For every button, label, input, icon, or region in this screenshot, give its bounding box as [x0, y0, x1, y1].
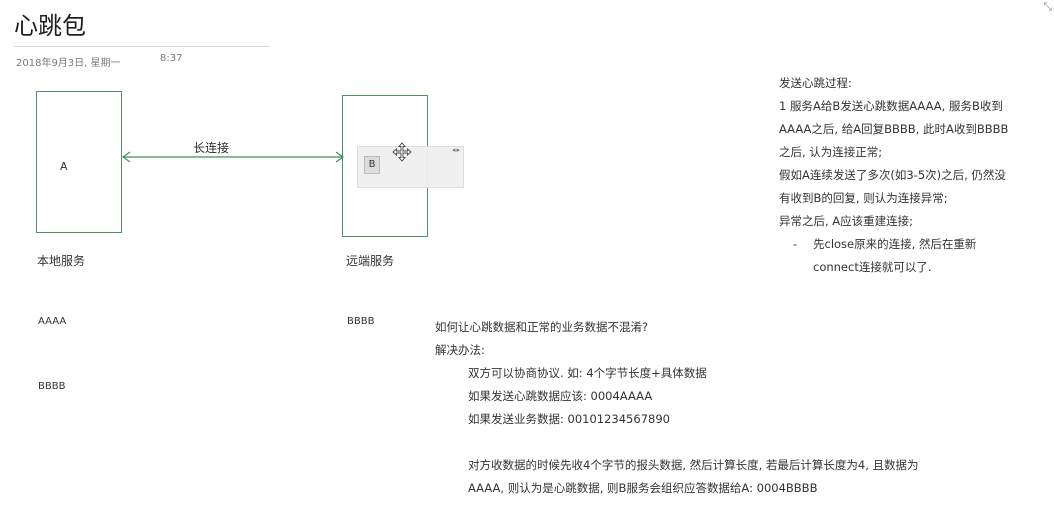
note-line: 异常之后, A应该重建连接; — [779, 214, 914, 228]
note-line: 假如A连续发送了多次(如3-5次)之后, 仍然没 — [779, 168, 1006, 182]
page-title: 心跳包 — [14, 12, 86, 40]
heartbeat-process-notes: 发送心跳过程: 1 服务A给B发送心跳数据AAAA, 服务B收到 AAAA之后,… — [779, 72, 1051, 279]
box-b-label[interactable]: B — [364, 156, 380, 174]
qa-question: 如何让心跳数据和正常的业务数据不混淆? — [435, 320, 649, 334]
notes-heading: 发送心跳过程: — [779, 76, 852, 90]
page-time: 8:37 — [160, 53, 183, 64]
qa-block: 如何让心跳数据和正常的业务数据不混淆? 解决办法: 双方可以协商协议. 如: 4… — [435, 316, 1025, 500]
move-cursor-icon[interactable] — [392, 142, 412, 162]
note-sub-line: 先close原来的连接, 然后在重新 — [813, 237, 977, 251]
remote-bbbb-data: BBBB — [347, 316, 375, 327]
title-divider — [14, 46, 269, 47]
long-connection-arrow — [121, 151, 345, 163]
resize-corner-icon[interactable]: ⤡ — [1043, 0, 1052, 13]
note-sub-line: connect连接就可以了. — [813, 260, 932, 274]
note-line: 有收到B的回复, 则认为连接异常; — [779, 191, 948, 205]
local-bbbb-data: BBBB — [38, 381, 66, 392]
local-service-box — [36, 91, 122, 233]
note-dash-item: - 先close原来的连接, 然后在重新 — [779, 233, 1051, 256]
local-service-caption: 本地服务 — [37, 254, 86, 268]
explanation-line: 对方收数据的时候先收4个字节的报头数据, 然后计算长度, 若最后计算长度为4, … — [468, 458, 919, 472]
spacer — [435, 431, 1025, 454]
remote-service-caption: 远端服务 — [346, 254, 395, 268]
toolbar-expand-icon[interactable]: ◂▸ — [452, 146, 462, 154]
solution-heading: 解决办法: — [435, 343, 485, 357]
local-aaaa-data: AAAA — [38, 316, 67, 327]
solution-line: 如果发送业务数据: 00101234567890 — [468, 412, 670, 426]
solution-line: 如果发送心跳数据应该: 0004AAAA — [468, 389, 653, 403]
note-line: 之后, 认为连接正常; — [779, 145, 883, 159]
note-line: AAAA之后, 给A回复BBBB, 此时A收到BBBB — [779, 122, 1009, 136]
page-date: 2018年9月3日, 星期一 — [16, 58, 121, 69]
solution-line: 双方可以协商协议. 如: 4个字节长度+具体数据 — [468, 366, 707, 380]
explanation-line: AAAA, 则认为是心跳数据, 则B服务会组织应答数据给A: 0004BBBB — [468, 481, 818, 495]
long-connection-label: 长连接 — [193, 141, 230, 155]
box-a-label: A — [60, 160, 68, 173]
note-line: 1 服务A给B发送心跳数据AAAA, 服务B收到 — [779, 99, 1003, 113]
dash-bullet: - — [793, 237, 798, 251]
